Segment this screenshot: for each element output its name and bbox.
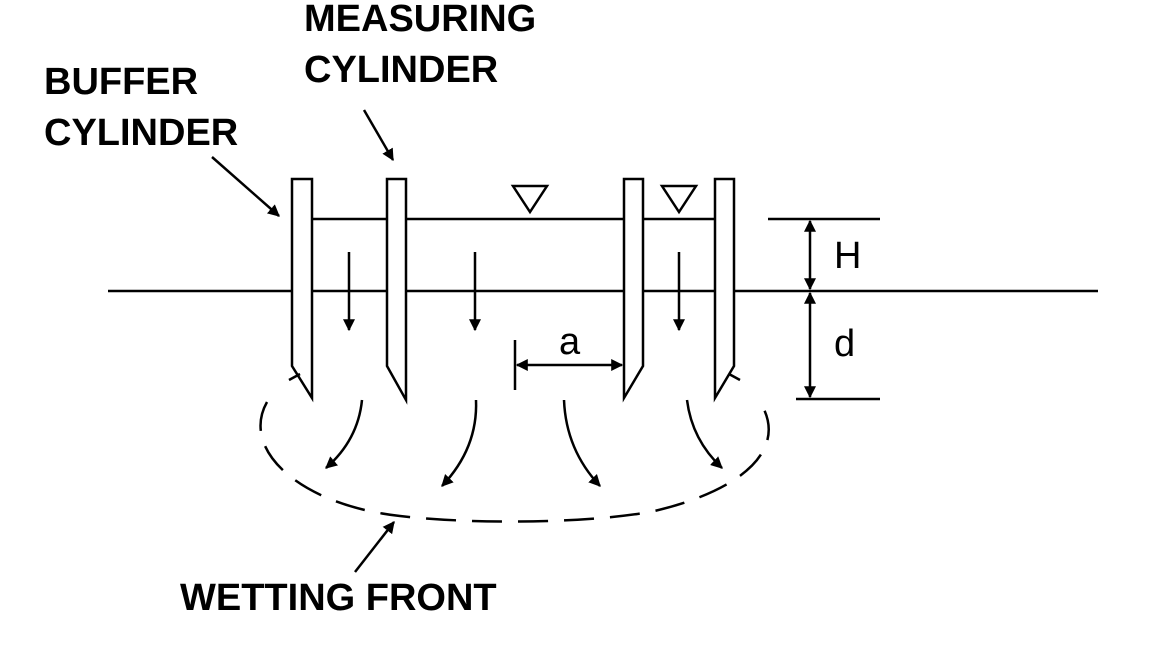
flow-arrow-2 [441, 399, 478, 487]
dim-a-label: a [559, 321, 581, 363]
buffer-cylinder-label-line1: BUFFER [44, 61, 198, 103]
buffer-cylinder-label-line2: CYLINDER [44, 112, 238, 154]
buffer-cylinder-leader [211, 156, 280, 217]
wetting-front-curve [259, 401, 770, 523]
flow-arrow-4 [685, 399, 723, 469]
buffer-tick-right [728, 372, 741, 382]
buffer-cylinder-wall-left [290, 177, 314, 403]
dim-h-label: H [834, 235, 861, 277]
buffer-cylinder-wall-right [713, 177, 736, 403]
water-level-marker-inner [510, 184, 550, 215]
measuring-cylinder-label-line2: CYLINDER [304, 49, 498, 91]
wetting-front-label: WETTING FRONT [180, 577, 497, 619]
measuring-cylinder-wall-right [622, 177, 645, 403]
flow-arrow-1 [325, 399, 364, 469]
water-level-marker-outer [659, 184, 699, 215]
measuring-cylinder-label-line1: MEASURING [304, 0, 536, 40]
measuring-cylinder-leader [362, 109, 395, 162]
measuring-cylinder-wall-left [385, 177, 408, 405]
buffer-tick-left [288, 372, 301, 382]
flow-arrow-3 [562, 399, 601, 487]
wetting-front-leader [354, 521, 395, 573]
dim-d-label: d [834, 323, 855, 365]
